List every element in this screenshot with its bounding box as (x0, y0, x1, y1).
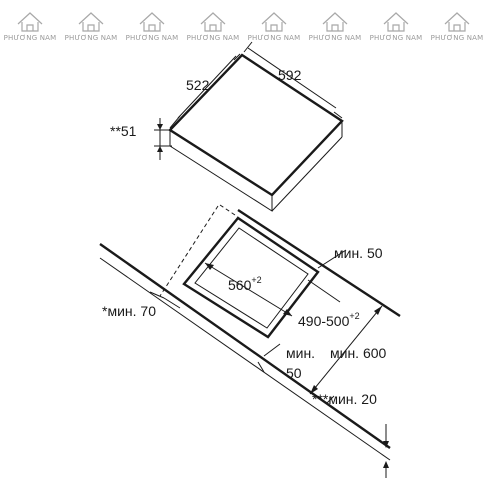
dim-min600-arrow-b (310, 385, 318, 394)
watermark-text: PHƯƠNG NAM (431, 34, 484, 42)
dim-560-line (204, 262, 293, 317)
dim-592-line (247, 47, 337, 109)
dim-min20-arrow-a (383, 441, 389, 448)
dim-min600-arrow-a (374, 306, 382, 315)
watermark-logo: PHƯƠNG NAM (309, 12, 362, 42)
worktop-back-edge (237, 208, 401, 318)
house-icon (17, 12, 43, 32)
dim-51-arrow-a (157, 124, 163, 130)
dim-522-ext-a (169, 115, 181, 129)
dim-490-ext (307, 279, 341, 303)
label-560-base: 560 (228, 277, 252, 293)
label-560-tol: +2 (251, 275, 261, 285)
house-icon (444, 12, 470, 32)
dim-min50-front-tick (257, 361, 265, 373)
watermark-text: PHƯƠNG NAM (187, 34, 240, 42)
label-min600: мин. 600 (330, 345, 387, 361)
label-min50-front-a: мин. (286, 345, 315, 361)
projection-line-b (219, 204, 239, 218)
dim-min50-back-line (317, 249, 347, 269)
worktop-front-edge-bottom (99, 257, 391, 461)
cutout-outer (182, 216, 320, 339)
watermark-text: PHƯƠNG NAM (65, 34, 118, 42)
label-560: 560+2 (228, 275, 262, 293)
house-icon (78, 12, 104, 32)
label-490-500: 490-500+2 (298, 311, 360, 329)
house-icon (261, 12, 287, 32)
label-490-500-base: 490-500 (298, 313, 350, 329)
house-icon (383, 12, 409, 32)
house-icon (200, 12, 226, 32)
hob-right-edge (271, 136, 343, 212)
watermark-strip: PHƯƠNG NAM PHƯƠNG NAM PHƯƠNG NAM PHƯƠNG NAM… (4, 12, 484, 42)
house-icon (322, 12, 348, 32)
projection-line (159, 205, 219, 297)
dim-522-ext-b (233, 53, 241, 61)
dim-min20-arrow-b (383, 461, 389, 468)
watermark-text: PHƯƠNG NAM (309, 34, 362, 42)
watermark-logo: PHƯƠNG NAM (4, 12, 57, 42)
watermark-logo: PHƯƠNG NAM (187, 12, 240, 42)
watermark-logo: PHƯƠNG NAM (431, 12, 484, 42)
dim-min20-leader (325, 395, 335, 405)
label-min50-back: мин. 50 (334, 245, 383, 261)
watermark-logo: PHƯƠNG NAM (65, 12, 118, 42)
dim-592-ext-b (333, 111, 343, 119)
watermark-logo: PHƯƠNG NAM (126, 12, 179, 42)
label-592: 592 (278, 67, 302, 83)
label-min20: ***мин. 20 (312, 391, 377, 407)
hob-top-surface (168, 53, 344, 197)
watermark-logo: PHƯƠNG NAM (370, 12, 423, 42)
dim-51-arrow-b (157, 146, 163, 152)
label-min70: *мин. 70 (102, 303, 156, 319)
house-icon (139, 12, 165, 32)
label-min50-front-b: 50 (286, 365, 302, 381)
dim-522-line (177, 55, 237, 119)
label-490-500-tol: +2 (349, 311, 359, 321)
dim-560-arrow-a (205, 263, 214, 270)
watermark-text: PHƯƠNG NAM (370, 34, 423, 42)
hob-drawing (154, 41, 344, 212)
label-51: **51 (110, 123, 137, 139)
worktop-front-edge-top (99, 243, 391, 449)
dim-560-arrow-b (283, 309, 292, 316)
dim-592-ext-a (243, 41, 253, 53)
dim-min70-line (163, 297, 181, 309)
watermark-text: PHƯƠNG NAM (248, 34, 301, 42)
dim-min70-leader (149, 291, 165, 299)
worktop-drawing (99, 208, 401, 478)
hob-front-edge (169, 130, 273, 212)
dim-min50-front-line (263, 343, 281, 357)
watermark-text: PHƯƠNG NAM (4, 34, 57, 42)
label-522: 522 (186, 77, 210, 93)
watermark-text: PHƯƠNG NAM (126, 34, 179, 42)
watermark-logo: PHƯƠNG NAM (248, 12, 301, 42)
dim-min600-line (309, 305, 383, 395)
